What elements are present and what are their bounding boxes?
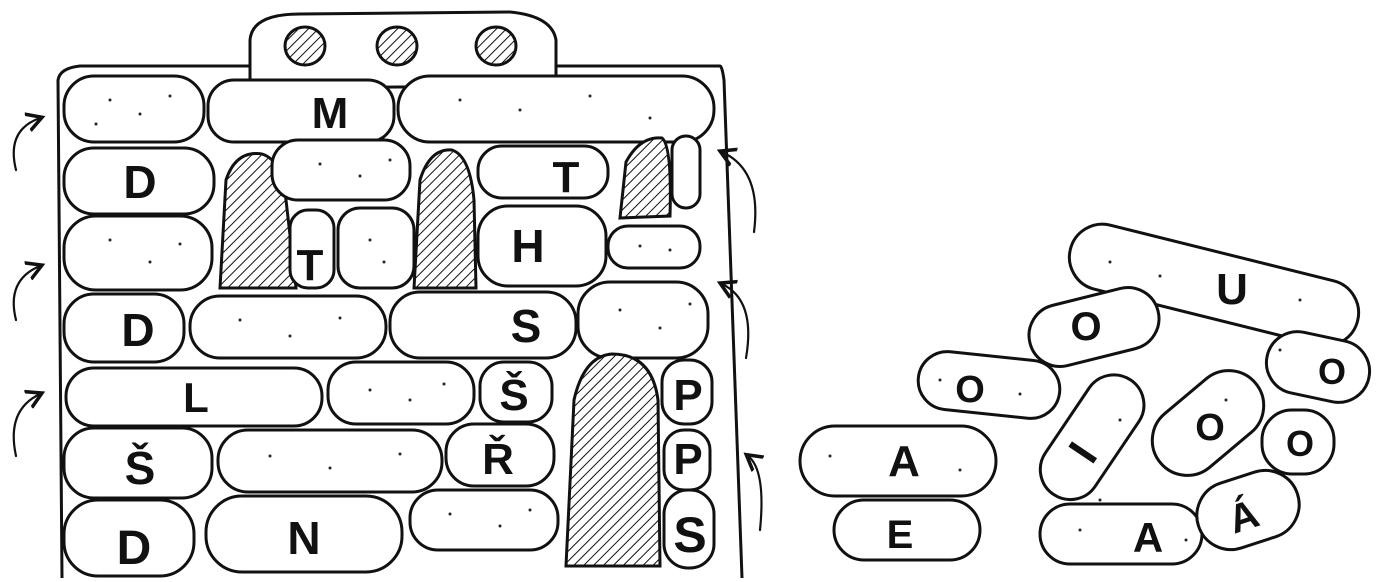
cap-hole-2 — [377, 27, 417, 65]
letter-t-mid: T — [297, 241, 324, 290]
stone-wall: M D T T H — [14, 12, 762, 578]
letter-d-1: D — [123, 156, 156, 208]
wall-row-3: T H — [64, 206, 700, 290]
letter-o-4: O — [1195, 407, 1225, 449]
letter-e: E — [887, 513, 914, 557]
wall-row-4: D S — [64, 282, 708, 362]
letter-s-mid: S — [511, 300, 542, 352]
letter-o-3: O — [1318, 351, 1346, 392]
stone-m — [208, 80, 394, 142]
letter-u: U — [1216, 265, 1248, 314]
letter-p-2: P — [673, 435, 702, 484]
letter-m: M — [312, 89, 349, 138]
cap-hole-1 — [285, 27, 325, 65]
letter-s-bottom: S — [673, 507, 706, 563]
cap-hole-3 — [476, 27, 516, 65]
scattered-stone-pile: U O O O I O O A E A Á — [800, 217, 1375, 564]
letter-r-caron: Ř — [482, 434, 514, 484]
letter-o-1: O — [1070, 305, 1101, 349]
letter-o-5: O — [1286, 423, 1314, 464]
hatched-stone-2 — [414, 150, 476, 288]
letter-a-2: A — [1133, 514, 1163, 561]
letter-a-1: A — [888, 437, 920, 486]
stone-a-2 — [1040, 504, 1202, 564]
hatched-stone-4 — [566, 354, 660, 566]
letter-o-2: O — [955, 369, 985, 411]
letter-p-1: P — [673, 371, 702, 420]
letter-h: H — [511, 220, 544, 272]
letter-d-3: D — [117, 522, 152, 575]
letter-t-top: T — [553, 153, 580, 202]
letter-l: L — [183, 374, 209, 421]
letter-n: N — [287, 512, 320, 564]
letter-s-caron-row5: Š — [499, 369, 528, 420]
letter-s-caron-left: Š — [125, 442, 156, 494]
letter-d-2: D — [121, 304, 154, 356]
hatched-stone-3 — [620, 138, 670, 218]
